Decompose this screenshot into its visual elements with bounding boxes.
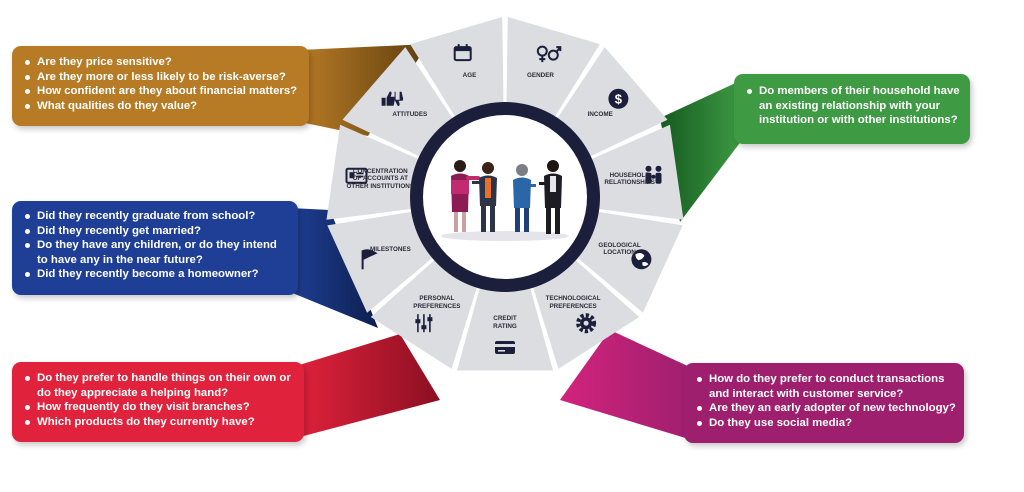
callout-item: Do they have any children, or do they in… <box>24 238 290 267</box>
callout-item: How confident are they about financial m… <box>24 84 299 99</box>
segment-label: INCOME <box>588 111 613 119</box>
segment-label-line: GENDER <box>527 72 554 80</box>
segment-label-line: TECHNOLOGICAL <box>545 295 601 303</box>
center-disc <box>423 115 587 279</box>
callout-item: Do they prefer to handle things on their… <box>24 371 296 400</box>
callout-item: Did they recently graduate from school? <box>24 209 290 224</box>
wheel-segment <box>326 124 419 220</box>
callout-item: How do they prefer to conduct transactio… <box>696 372 956 401</box>
globe-icon <box>631 249 652 270</box>
segment-label-line: PREFERENCES <box>549 302 597 310</box>
segment-label-line: MILESTONES <box>369 245 411 253</box>
callout-personal-preferences: Do they prefer to handle things on their… <box>12 362 304 442</box>
segment-label: AGE <box>463 72 477 80</box>
wheel-segment <box>591 124 684 220</box>
connector-household <box>660 80 742 222</box>
callout-household: Do members of their household have an ex… <box>734 74 970 144</box>
thumbs-icon <box>381 91 404 107</box>
segment-label-line: OTHER INSTITUTIONS <box>346 182 415 190</box>
callout-item: Which products do they currently have? <box>24 415 296 430</box>
callout-technology: How do they prefer to conduct transactio… <box>684 363 964 443</box>
segment-label-line: RATING <box>493 322 517 330</box>
family-icon <box>645 165 662 184</box>
wheel-segment <box>327 211 433 313</box>
callout-attitudes: Are they price sensitive? Are they more … <box>12 46 309 126</box>
segment-label-line: GEOLOGICAL <box>598 241 641 249</box>
callout-milestones: Did they recently graduate from school? … <box>12 201 298 295</box>
segment-label-line: PERSONAL <box>419 295 455 303</box>
callout-item: Do they use social media? <box>696 416 956 431</box>
dollar-icon: $ <box>608 88 629 109</box>
segment-label-line: PREFERENCES <box>413 302 461 310</box>
wheel-segment <box>506 17 600 118</box>
gender-icon <box>536 45 562 63</box>
connector-personal-preferences <box>296 334 440 438</box>
callout-item: Did they recently become a homeowner? <box>24 267 290 282</box>
credit-card-icon <box>495 341 515 354</box>
wheel-segment <box>577 211 683 313</box>
callout-item: Do members of their household have an ex… <box>746 84 962 128</box>
segment-label-line: CREDIT <box>493 315 517 323</box>
callout-item: Are they an early adopter of new technol… <box>696 401 956 416</box>
sliders-icon <box>415 314 433 333</box>
wheel-segment <box>457 287 553 371</box>
segment-label-line: ATTITUDES <box>392 110 428 118</box>
callout-item: Did they recently get married? <box>24 224 290 239</box>
callout-item: How frequently do they visit branches? <box>24 400 296 415</box>
segment-label-line: AGE <box>462 72 477 80</box>
id-card-icon <box>345 167 368 184</box>
calendar-icon <box>453 44 472 62</box>
segment-label: ATTITUDES <box>392 111 427 119</box>
segment-label-line: LOCATION <box>603 249 636 257</box>
gear-icon <box>576 313 597 334</box>
connector-technology <box>560 330 692 440</box>
callout-item: Are they more or less likely to be risk-… <box>24 70 299 85</box>
segment-label-line: CONCENTRATION <box>352 167 408 175</box>
person-icon <box>513 164 536 232</box>
connector-milestones <box>290 208 378 328</box>
segment-label: GENDER <box>527 72 554 80</box>
segment-label: MILESTONES <box>370 246 411 254</box>
callout-item: What qualities do they value? <box>24 99 299 114</box>
segment-label-line: HOUSEHOLD <box>609 171 650 179</box>
person-icon <box>472 162 497 232</box>
svg-text:$: $ <box>615 91 623 106</box>
wheel-segment <box>410 17 504 118</box>
person-icon <box>539 160 562 234</box>
flag-icon <box>361 249 378 270</box>
segment-label-line: RELATIONSHIPS <box>604 179 655 187</box>
person-icon <box>451 160 480 232</box>
segment-label-line: INCOME <box>587 110 613 118</box>
people-illustration <box>441 160 569 241</box>
callout-item: Are they price sensitive? <box>24 55 299 70</box>
segment-label-line: OF ACCOUNTS AT <box>352 175 408 183</box>
